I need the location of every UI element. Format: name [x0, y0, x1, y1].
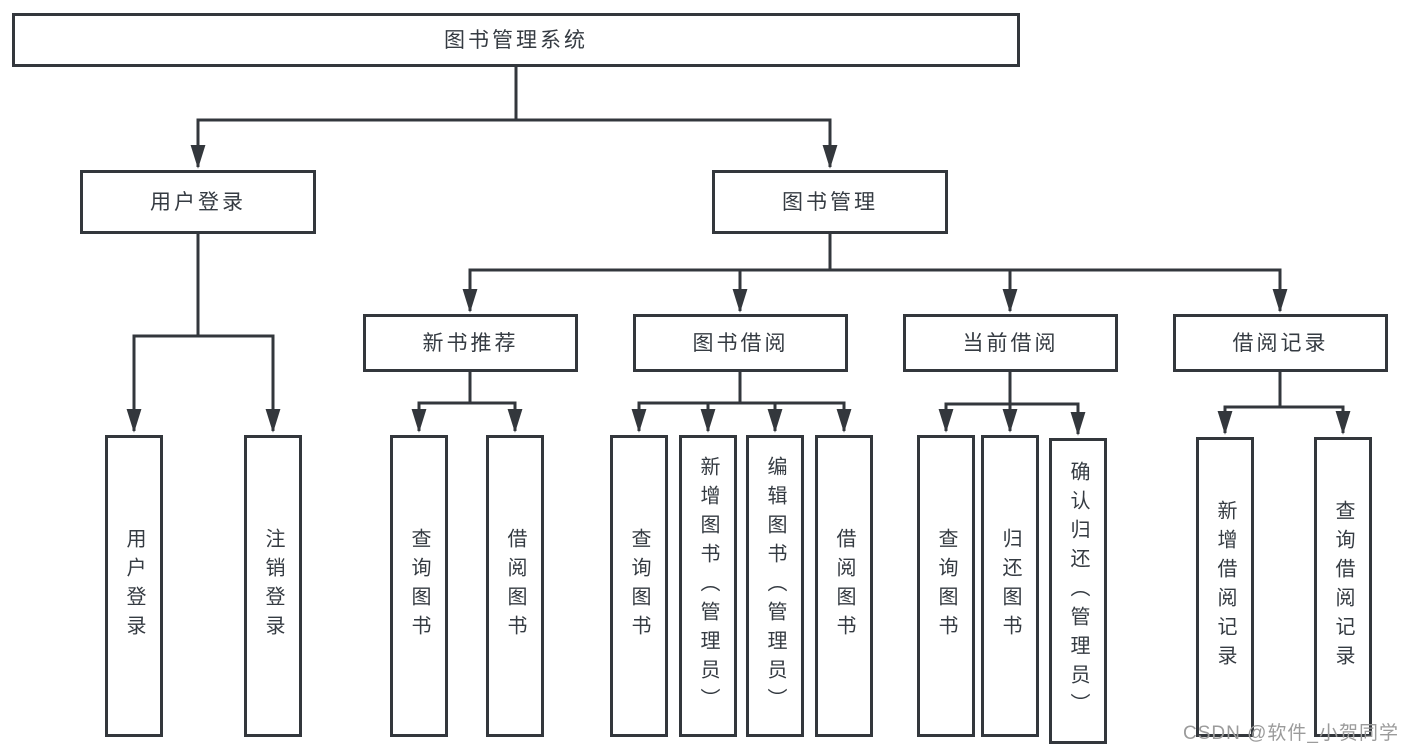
node-borrowing-records: 借阅记录: [1173, 314, 1388, 372]
node-label: 新增图书（管理员）: [697, 455, 719, 717]
leaf-cb-confirm-return-admin: 确认归还（管理员）: [1049, 438, 1107, 744]
node-root: 图书管理系统: [12, 13, 1020, 67]
node-label: 用户登录: [150, 190, 246, 214]
connector-borrowing-records: [1217, 371, 1351, 435]
node-label: 图书管理: [782, 190, 878, 214]
leaf-logout: 注销登录: [244, 435, 302, 737]
node-label: 编辑图书（管理员）: [764, 455, 786, 717]
csdn-watermark: CSDN @软件_小贺同学: [1183, 723, 1399, 744]
node-current-borrowing: 当前借阅: [903, 314, 1118, 372]
connector-current-borrowing: [938, 371, 1086, 436]
leaf-cb-query-books: 查询图书: [917, 435, 975, 737]
leaf-br-query-record: 查询借阅记录: [1314, 437, 1372, 737]
node-label: 借阅图书: [833, 528, 855, 644]
leaf-bb-borrow-books: 借阅图书: [815, 435, 873, 737]
leaf-bb-edit-books-admin: 编辑图书（管理员）: [746, 435, 804, 737]
node-label: 借阅图书: [504, 528, 526, 644]
leaf-nb-borrow-books: 借阅图书: [486, 435, 544, 737]
node-label: 查询借阅记录: [1332, 500, 1354, 674]
node-book-borrowing: 图书借阅: [633, 314, 848, 372]
leaf-nb-query-books: 查询图书: [390, 435, 448, 737]
leaf-bb-query-books: 查询图书: [610, 435, 668, 737]
node-label: 查询图书: [408, 528, 430, 644]
leaf-br-add-record: 新增借阅记录: [1196, 437, 1254, 737]
node-new-book-recommend: 新书推荐: [363, 314, 578, 372]
connector-book-management: [462, 233, 1288, 313]
connector-user-login: [126, 233, 281, 433]
node-label: 新增借阅记录: [1214, 500, 1236, 674]
connector-root: [190, 67, 838, 169]
node-label: 归还图书: [999, 528, 1021, 644]
node-label: 用户登录: [123, 528, 145, 644]
leaf-cb-return-books: 归还图书: [981, 435, 1039, 737]
node-label: 图书借阅: [692, 331, 789, 355]
node-book-management: 图书管理: [712, 170, 948, 234]
leaf-user-login: 用户登录: [105, 435, 163, 737]
node-label: 查询图书: [628, 528, 650, 644]
node-label: 查询图书: [935, 528, 957, 644]
leaf-bb-add-books-admin: 新增图书（管理员）: [679, 435, 737, 737]
node-label: 图书管理系统: [444, 28, 588, 52]
node-label: 注销登录: [262, 528, 284, 644]
node-user-login: 用户登录: [80, 170, 316, 234]
node-label: 新书推荐: [422, 331, 519, 355]
node-label: 确认归还（管理员）: [1067, 460, 1089, 722]
node-label: 借阅记录: [1232, 331, 1329, 355]
connector-new-book-recommend: [411, 371, 523, 433]
node-label: 当前借阅: [962, 331, 1059, 355]
connector-book-borrowing: [631, 371, 852, 433]
